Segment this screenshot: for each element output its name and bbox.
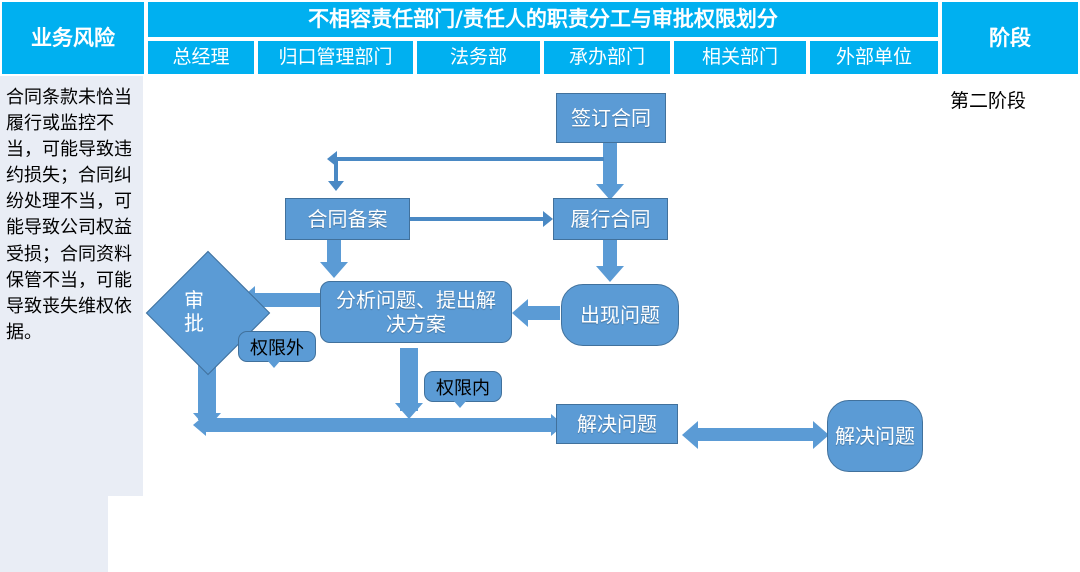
header-business-risk-label: 业务风险 bbox=[31, 25, 115, 50]
node-issue-occurs-label: 出现问题 bbox=[580, 303, 660, 327]
header-sub-general-manager-label: 总经理 bbox=[172, 45, 230, 68]
arrow-filing-to-analyze-head bbox=[320, 262, 348, 278]
arrow-analyze-to-bus-head bbox=[395, 403, 423, 419]
node-perform-contract[interactable]: 履行合同 bbox=[553, 198, 668, 240]
node-issue-occurs[interactable]: 出现问题 bbox=[561, 284, 679, 346]
arrow-filing-to-perform-shaft bbox=[410, 217, 545, 221]
arrow-analyze-to-bus-shaft bbox=[400, 348, 418, 411]
arrow-perform-to-issue-head bbox=[596, 266, 624, 282]
body-cell-business-risk bbox=[0, 0, 146, 496]
arrow-feedback-head-left bbox=[327, 151, 337, 167]
callout-out-of-scope[interactable]: 权限外 bbox=[238, 331, 316, 368]
header-sub-undertaking-department: 承办部门 bbox=[542, 39, 672, 76]
header-sub-related-department: 相关部门 bbox=[672, 39, 808, 76]
business-risk-description: 合同条款未恰当履行或监控不当，可能导致违约损失；合同纠纷处理不当，可能导致公司权… bbox=[6, 87, 132, 343]
arrow-bottom-bus-shaft bbox=[206, 418, 556, 432]
node-resolve-issue[interactable]: 解决问题 bbox=[556, 404, 678, 444]
arrow-issue-to-analyze-shaft bbox=[527, 306, 560, 320]
header-sub-related-department-label: 相关部门 bbox=[701, 45, 778, 68]
stage-value: 第二阶段 bbox=[950, 90, 1027, 112]
node-perform-contract-label: 履行合同 bbox=[570, 207, 651, 231]
header-sub-legal-department: 法务部 bbox=[415, 39, 542, 76]
header-sub-admin-department-label: 归口管理部门 bbox=[278, 45, 393, 68]
header-stage: 阶段 bbox=[940, 0, 1080, 76]
body-cell-general-manager bbox=[0, 496, 110, 572]
header-sub-external-unit-label: 外部单位 bbox=[835, 45, 912, 68]
arrow-sign-to-perform-head bbox=[596, 184, 624, 200]
arrow-resolve-exchange-head-right bbox=[813, 421, 829, 449]
node-approval-label: 审批 bbox=[184, 288, 204, 335]
arrow-analyze-to-approve-shaft bbox=[254, 293, 326, 307]
node-analyze-and-propose[interactable]: 分析问题、提出解决方案 bbox=[320, 281, 512, 343]
arrow-perform-to-issue-shaft bbox=[603, 240, 617, 270]
arrow-filing-to-analyze-shaft bbox=[327, 240, 341, 266]
node-contract-filing[interactable]: 合同备案 bbox=[285, 198, 410, 240]
arrow-sign-to-perform-shaft bbox=[603, 143, 617, 188]
header-sub-external-unit: 外部单位 bbox=[808, 39, 940, 76]
arrow-feedback-horizontal bbox=[336, 157, 604, 161]
arrow-feedback-vertical bbox=[334, 157, 338, 183]
callout-in-scope-tail bbox=[453, 400, 467, 408]
node-resolve-issue-external[interactable]: 解决问题 bbox=[827, 400, 923, 472]
header-sub-general-manager: 总经理 bbox=[146, 39, 256, 76]
node-sign-contract-label: 签订合同 bbox=[571, 106, 651, 130]
arrow-resolve-exchange-head-left bbox=[682, 421, 698, 449]
node-contract-filing-label: 合同备案 bbox=[307, 207, 388, 231]
header-sub-legal-department-label: 法务部 bbox=[449, 45, 507, 68]
node-sign-contract[interactable]: 签订合同 bbox=[556, 93, 666, 143]
node-analyze-and-propose-label: 分析问题、提出解决方案 bbox=[336, 288, 496, 336]
arrow-resolve-exchange-shaft bbox=[697, 428, 819, 441]
node-resolve-issue-label: 解决问题 bbox=[577, 412, 657, 436]
header-business-risk: 业务风险 bbox=[0, 0, 146, 76]
arrow-feedback-head-down bbox=[328, 181, 344, 191]
arrow-bottom-bus-head-left bbox=[193, 414, 206, 436]
header-stage-label: 阶段 bbox=[989, 25, 1031, 50]
arrow-filing-to-perform-head bbox=[543, 211, 553, 227]
callout-in-scope[interactable]: 权限内 bbox=[424, 371, 502, 408]
header-responsibility-division-label: 不相容责任部门/责任人的职责分工与审批权限划分 bbox=[308, 7, 778, 32]
arrow-issue-to-analyze-head bbox=[512, 299, 528, 327]
header-responsibility-division: 不相容责任部门/责任人的职责分工与审批权限划分 bbox=[146, 0, 940, 39]
callout-out-of-scope-label: 权限外 bbox=[250, 337, 304, 359]
callout-in-scope-label: 权限内 bbox=[436, 377, 490, 399]
callout-out-of-scope-tail bbox=[267, 360, 281, 368]
node-resolve-issue-external-label: 解决问题 bbox=[835, 424, 915, 448]
header-sub-admin-department: 归口管理部门 bbox=[256, 39, 415, 76]
header-sub-undertaking-department-label: 承办部门 bbox=[568, 45, 645, 68]
